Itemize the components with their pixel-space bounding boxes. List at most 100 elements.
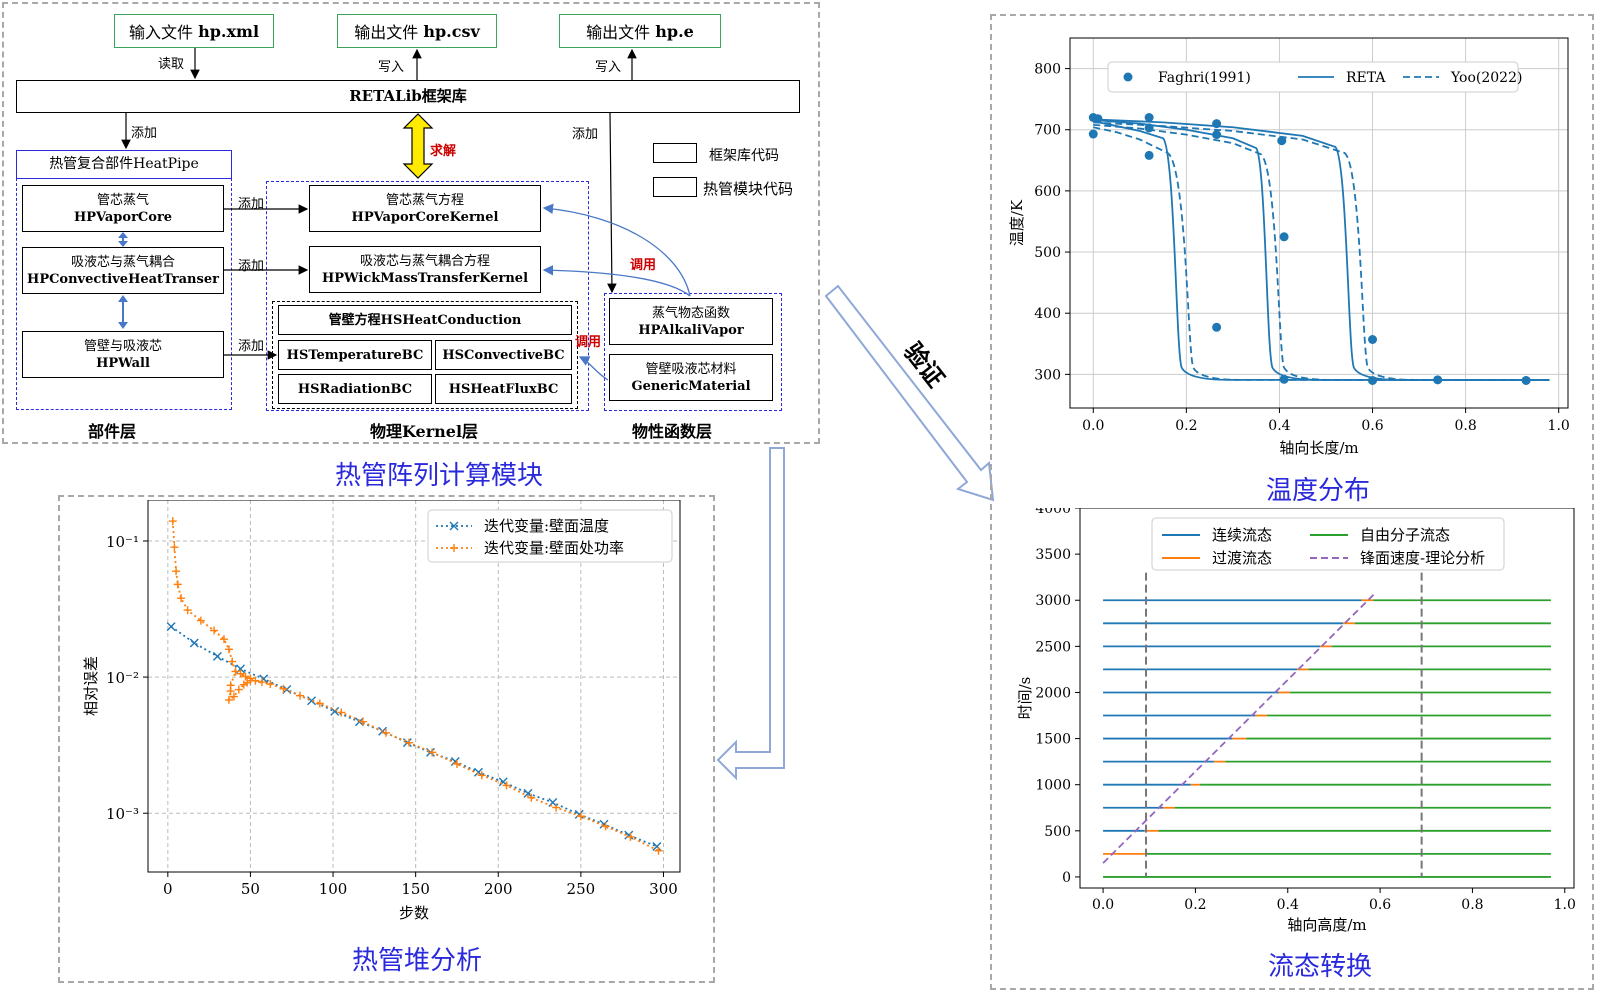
- legend-box: [1151, 517, 1505, 571]
- component-cn: 管芯蒸气: [96, 192, 149, 208]
- data-point: [224, 695, 233, 704]
- x-tick-label: 250: [567, 880, 596, 898]
- data-point: [1212, 322, 1222, 332]
- data-point: [228, 657, 237, 666]
- material-layer-frame: [604, 293, 782, 411]
- y-tick-label: 10⁻¹: [106, 533, 139, 551]
- bc-label: HSHeatFluxBC: [448, 381, 559, 397]
- data-point: [337, 708, 346, 717]
- legend-box: [427, 509, 673, 563]
- output-e-box: 输出文件 hp.e: [559, 14, 721, 48]
- data-point: [173, 580, 182, 589]
- data-point: [1368, 335, 1378, 345]
- y-tick-label: 700: [1034, 123, 1061, 139]
- data-point: [574, 809, 584, 819]
- y-tick-label: 600: [1034, 184, 1061, 200]
- x-axis-label: 轴向长度/m: [1279, 439, 1358, 457]
- results-panel: [990, 14, 1594, 990]
- architecture-caption: 热管阵列计算模块: [335, 461, 544, 491]
- legend-module-label: 热管模块代码: [703, 180, 794, 198]
- data-point: [601, 822, 610, 831]
- y-tick-label: 10⁻³: [106, 805, 139, 823]
- kernel-layer-frame: [266, 181, 589, 411]
- series-line: [1093, 123, 1550, 381]
- read-label: 读取: [158, 57, 185, 72]
- data-point: [654, 846, 663, 855]
- x-tick-label: 0.6: [1361, 418, 1383, 434]
- legend-module-swatch: [653, 177, 697, 197]
- y-axis-label: 相对误差: [82, 656, 100, 716]
- legend-label: 过渡流态: [1212, 549, 1272, 567]
- y-tick-label: 3500: [1035, 547, 1071, 563]
- framework-box: RETALib框架库: [16, 80, 800, 113]
- bc-convective: HSConvectiveBC: [435, 340, 572, 370]
- y-tick-label: 3000: [1035, 593, 1071, 609]
- data-point: [1144, 150, 1154, 160]
- x-tick-label: 0.6: [1369, 897, 1391, 913]
- x-axis-label: 步数: [399, 904, 429, 922]
- data-point: [1279, 232, 1289, 242]
- bc-temperature: HSTemperatureBC: [278, 340, 432, 370]
- material-en: HPAlkaliVapor: [638, 322, 744, 338]
- wall-equation-box: 管壁方程HSHeatConduction: [278, 305, 572, 335]
- output-csv-box: 输出文件 hp.csv: [337, 14, 497, 48]
- legend-marker-faghri: [1123, 72, 1133, 82]
- data-point: [381, 728, 390, 737]
- x-axis-label: 轴向高度/m: [1287, 916, 1366, 934]
- x-tick-label: 1.0: [1554, 897, 1576, 913]
- series-line: [1093, 126, 1550, 381]
- x-tick-label: 300: [649, 880, 678, 898]
- legend-label: RETA: [1346, 70, 1386, 86]
- series-line: [1093, 120, 1550, 381]
- data-point: [315, 699, 324, 708]
- plot-frame: [1079, 508, 1575, 889]
- data-point: [266, 679, 275, 688]
- add-label-1: 添加: [131, 126, 158, 141]
- data-point: [258, 678, 266, 687]
- hollow-arrow-down: [716, 447, 785, 781]
- kernel-hpvaporcore: 管芯蒸气方程 HPVaporCoreKernel: [309, 185, 541, 232]
- data-point: [177, 594, 186, 603]
- x-tick-label: 150: [401, 880, 430, 898]
- output-e-label: 输出文件: [586, 23, 651, 42]
- component-hpwall: 管壁与吸液芯 HPWall: [22, 331, 224, 378]
- call-label-2: 调用: [575, 335, 602, 350]
- heatpipe-title: 热管复合部件HeatPipe: [49, 156, 199, 172]
- x-tick-label: 0.8: [1454, 418, 1476, 434]
- input-file-label: 输入文件: [128, 23, 193, 42]
- component-cn: 吸液芯与蒸气耦合: [70, 254, 175, 270]
- data-point: [236, 669, 245, 678]
- layer-label-kernel: 物理Kernel层: [370, 422, 479, 441]
- component-en: HPVaporCore: [73, 209, 173, 225]
- x-tick-label: 100: [319, 880, 348, 898]
- data-point: [279, 684, 288, 693]
- data-point: [210, 626, 219, 635]
- data-point: [241, 672, 250, 681]
- data-point: [172, 567, 181, 576]
- add-arrow-label-3: 添加: [238, 339, 265, 354]
- output-csv-label: 输出文件: [354, 23, 419, 42]
- data-point: [477, 771, 486, 780]
- y-tick-label: 2500: [1035, 639, 1071, 655]
- data-point: [502, 781, 511, 790]
- data-point: [246, 674, 255, 683]
- component-hpvaporcore: 管芯蒸气 HPVaporCore: [22, 185, 224, 232]
- architecture-panel: [2, 2, 820, 444]
- y-tick-label: 1000: [1035, 778, 1071, 794]
- y-tick-label: 0: [1062, 870, 1071, 886]
- series-line: [1093, 121, 1550, 381]
- legend-label: 迭代变量:壁面处功率: [484, 539, 624, 557]
- output-csv-name: hp.csv: [423, 21, 480, 41]
- y-tick-label: 400: [1034, 306, 1061, 322]
- y-tick-label: 300: [1034, 367, 1061, 383]
- material-cn: 管壁吸液芯材料: [645, 361, 737, 377]
- architecture-arrows: [118, 48, 691, 381]
- kernel-hpwickmass: 吸液芯与蒸气耦合方程 HPWickMassTransferKernel: [309, 246, 541, 293]
- data-point: [624, 830, 634, 840]
- data-point: [170, 543, 179, 552]
- bc-label: HSRadiationBC: [297, 381, 413, 397]
- data-point: [212, 651, 222, 661]
